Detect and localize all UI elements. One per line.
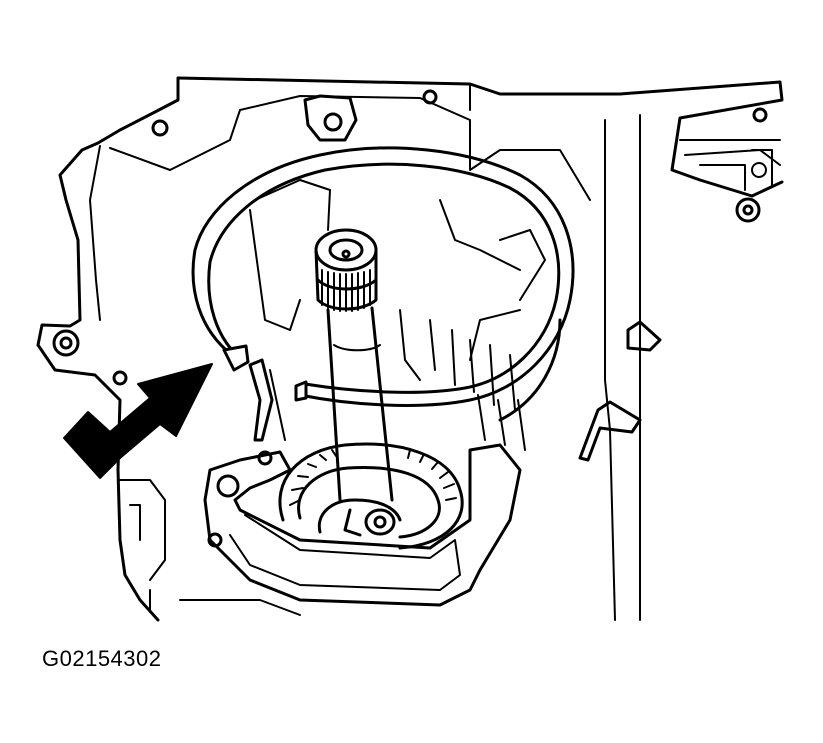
upper-boss	[303, 94, 358, 142]
planetary-gear	[278, 442, 464, 550]
figure-code-label: G02154302	[42, 646, 162, 671]
internal-components	[248, 179, 546, 451]
pan-rail	[203, 443, 522, 607]
input-shaft	[314, 228, 394, 502]
pointer-arrow	[63, 363, 213, 479]
snap-ring	[191, 146, 575, 422]
transmission-case	[36, 76, 784, 622]
bolt-holes	[52, 89, 768, 548]
